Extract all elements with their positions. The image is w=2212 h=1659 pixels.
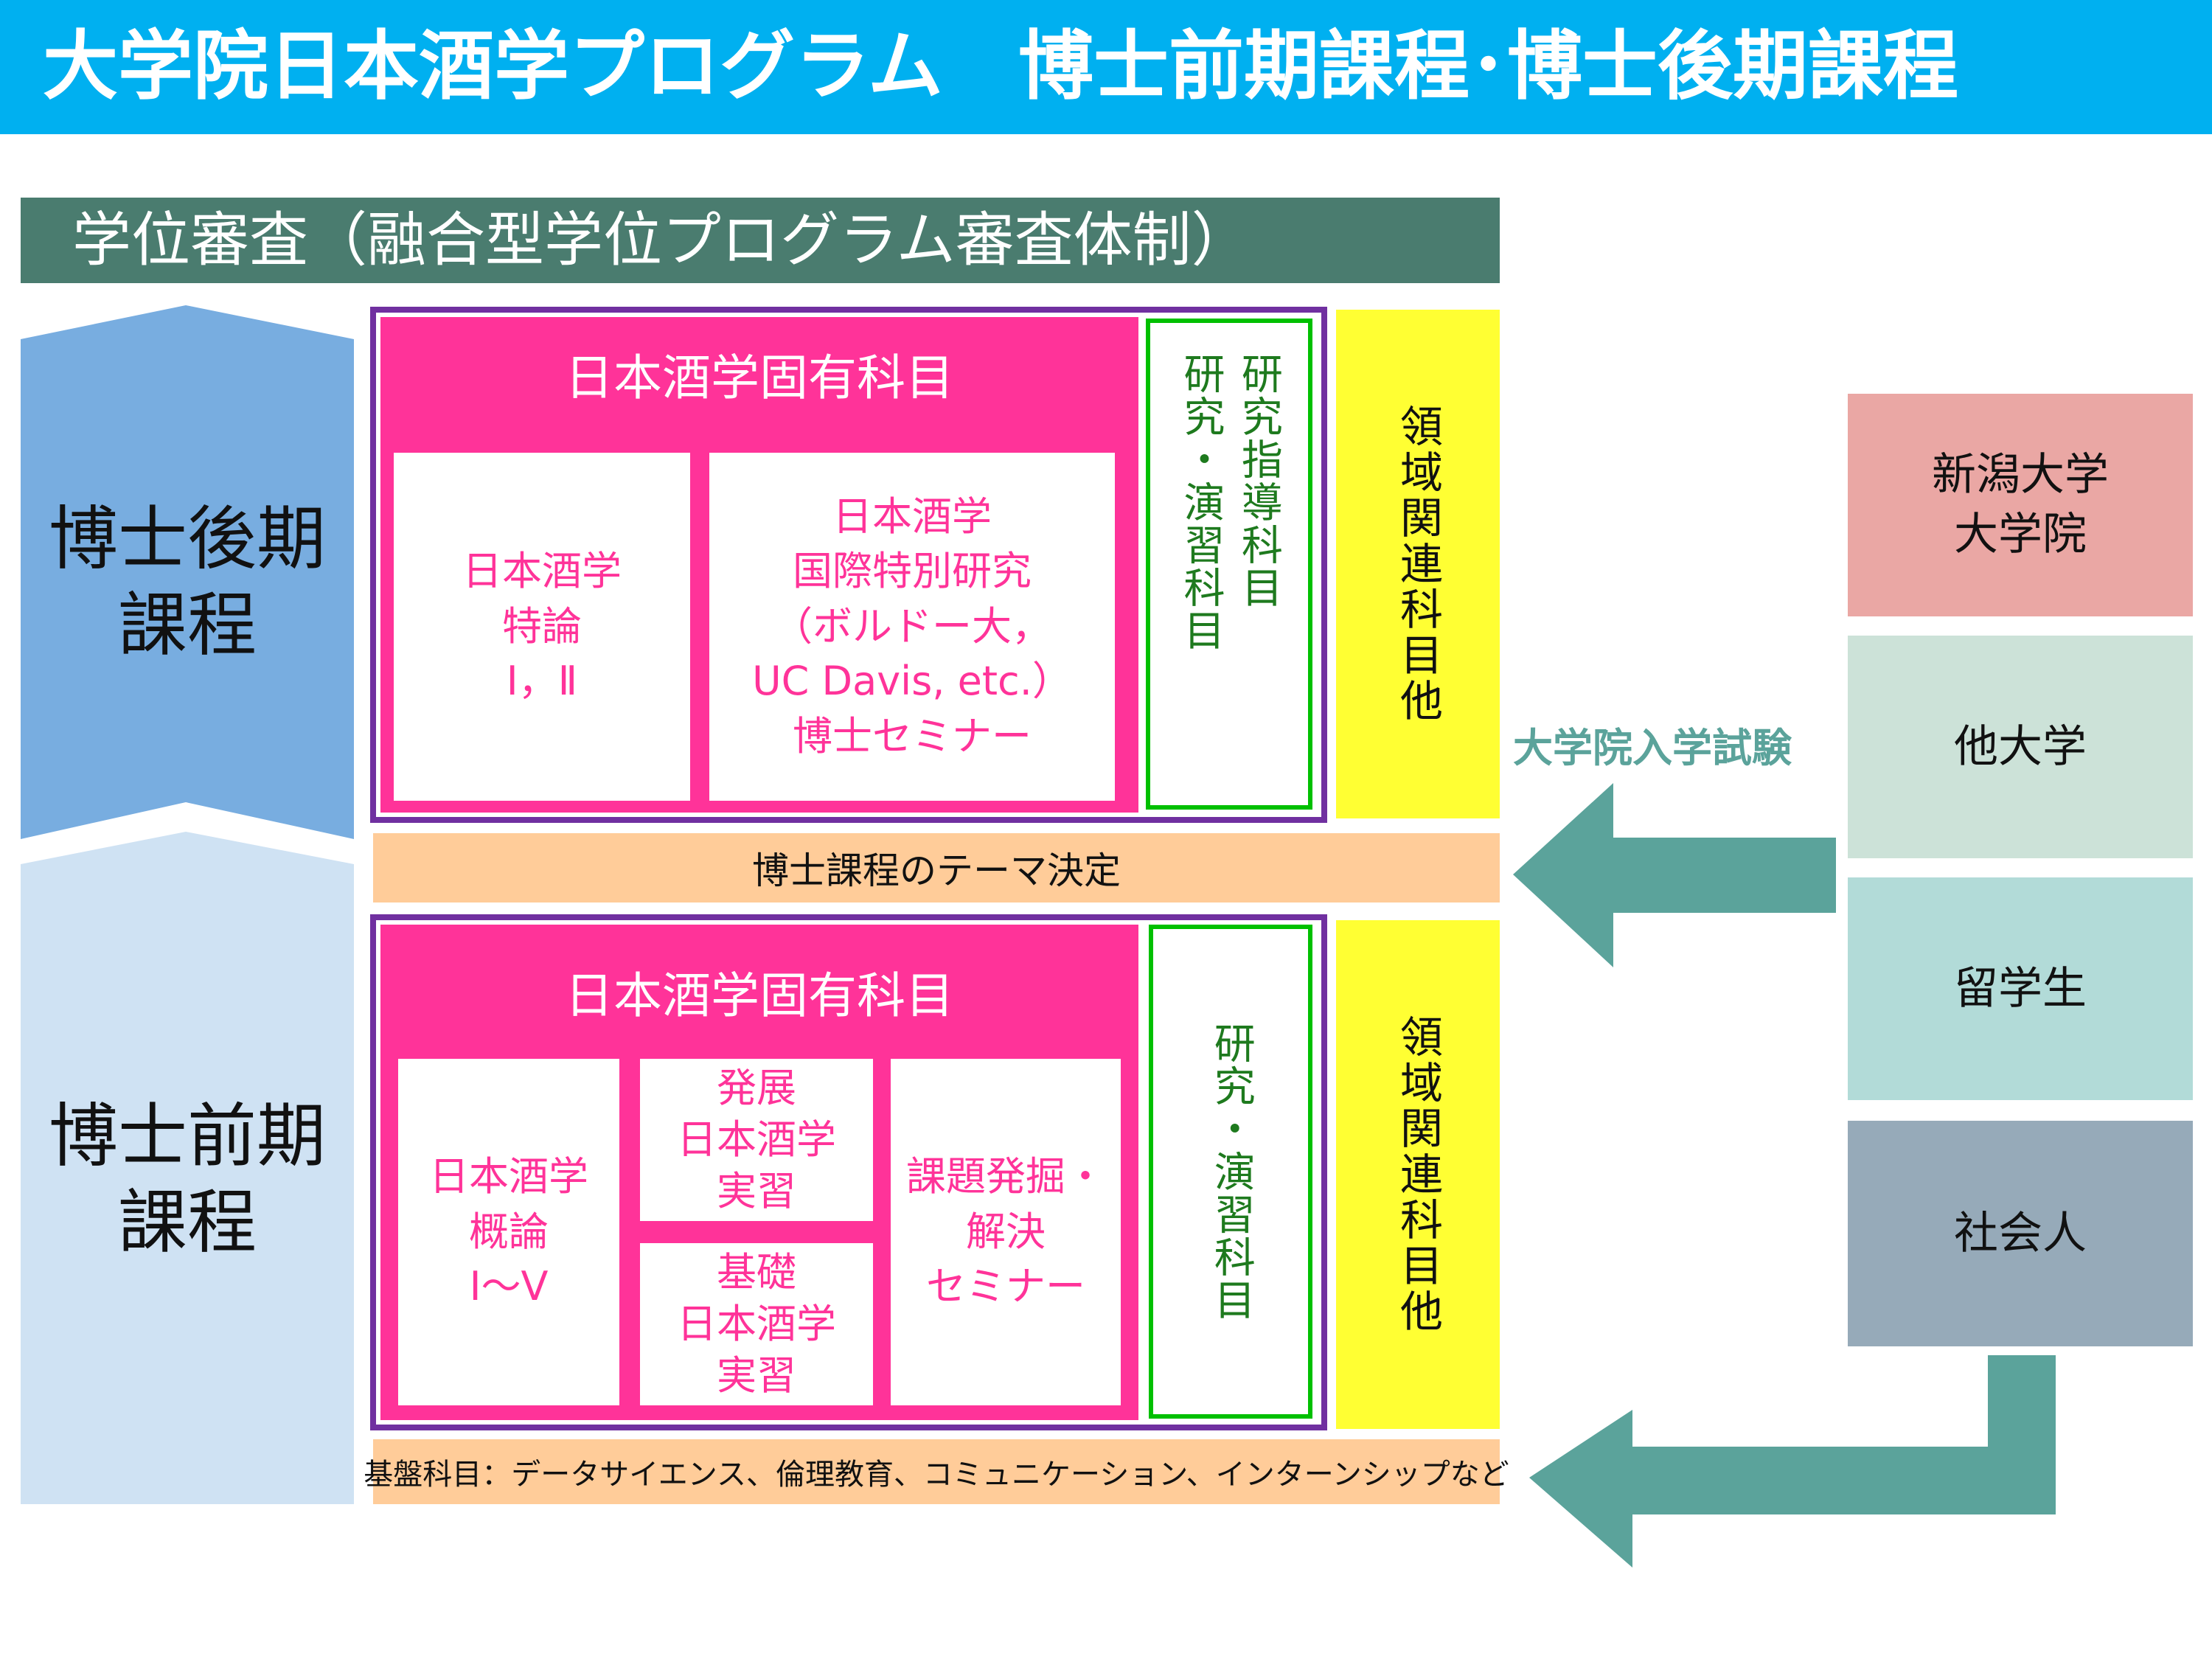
later-specific-title: 日本酒学固有科目 xyxy=(565,349,954,406)
early-related-label: 領域関連科目他 xyxy=(1393,1015,1443,1335)
source-other-university: 他大学 xyxy=(1848,636,2193,858)
return-arrow xyxy=(1529,1355,2056,1568)
early-intro-subject: 日本酒学 概論 Ⅰ～Ⅴ xyxy=(398,1059,619,1405)
later-research-box: 研究指導科目 研究・演習科目 xyxy=(1146,319,1312,810)
doctoral-later-label: 博士後期 課程 xyxy=(48,498,326,667)
source-international-students: 留学生 xyxy=(1848,877,2193,1100)
problem-solving-seminar: 課題発掘・ 解決 セミナー xyxy=(891,1059,1121,1405)
early-specific-title: 日本酒学固有科目 xyxy=(565,967,954,1024)
research-practice-subjects-later: 研究・演習科目 xyxy=(1177,352,1225,652)
doctoral-early-label: 博士前期 課程 xyxy=(48,1096,326,1264)
degree-review-bar: 学位審査（融合型学位プログラム審査体制） xyxy=(21,198,1500,283)
doctoral-early-chevron xyxy=(21,832,354,1504)
research-practice-subjects-early: 研究・演習科目 xyxy=(1207,1022,1256,1321)
theme-decision-bar: 博士課程のテーマ決定 xyxy=(373,833,1500,902)
early-related-subjects: 領域関連科目他 xyxy=(1336,920,1500,1429)
page-title: 大学院日本酒学プログラム 博士前期課程･博士後期課程 xyxy=(0,0,2212,134)
later-related-label: 領域関連科目他 xyxy=(1393,404,1443,724)
foundation-subjects-bar: 基盤科目：データサイエンス、倫理教育、コミュニケーション、インターンシップなど xyxy=(364,1439,1509,1504)
later-special-lecture: 日本酒学 特論 Ⅰ，Ⅱ xyxy=(394,453,690,801)
early-research-box: 研究・演習科目 xyxy=(1149,925,1312,1419)
research-guidance-subjects: 研究指導科目 xyxy=(1234,352,1283,609)
doctoral-later-chevron xyxy=(21,305,354,839)
advanced-practice-subject: 発展 日本酒学 実習 xyxy=(640,1059,873,1221)
entrance-arrow xyxy=(1513,783,1836,967)
source-niigata-graduate: 新潟大学 大学院 xyxy=(1848,394,2193,616)
basic-practice-subject: 基礎 日本酒学 実習 xyxy=(640,1243,873,1405)
later-related-subjects: 領域関連科目他 xyxy=(1336,310,1500,818)
later-international-research: 日本酒学 国際特別研究 （ボルドー大， UC Davis, etc.） 博士セミ… xyxy=(709,453,1115,801)
source-working-adults: 社会人 xyxy=(1848,1121,2193,1346)
entrance-exam-label: 大学院入学試験 xyxy=(1513,725,1792,771)
